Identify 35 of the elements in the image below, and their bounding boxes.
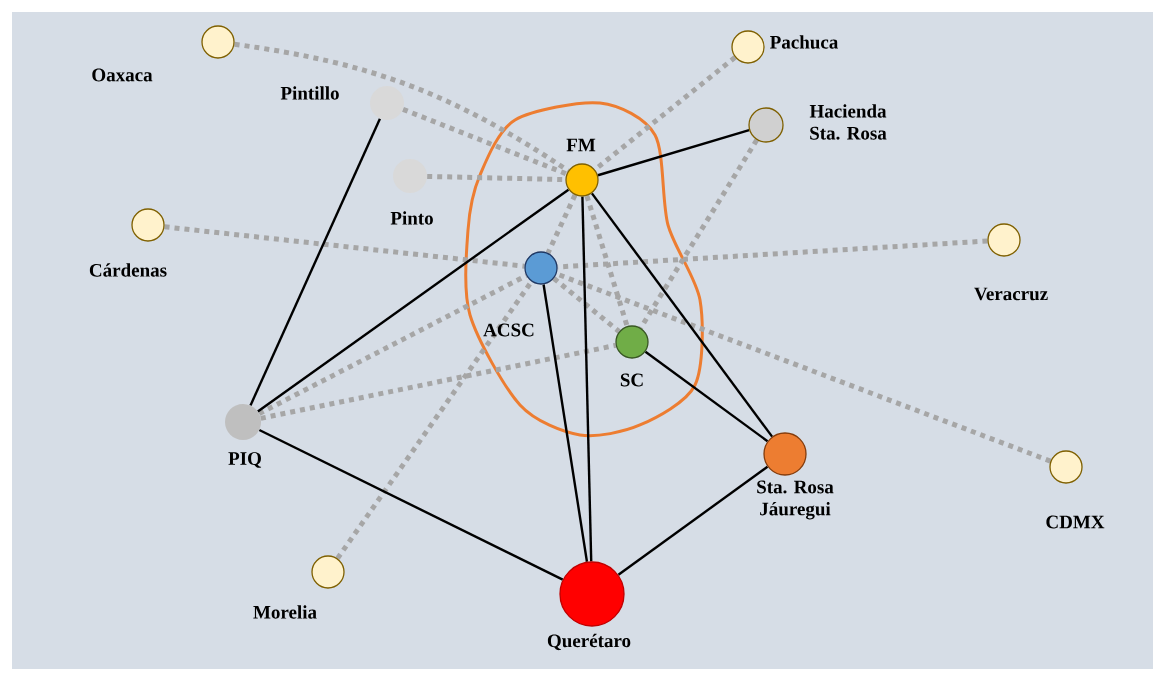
location-label: Cárdenas	[89, 263, 167, 277]
connector	[542, 284, 589, 562]
dashed-connector	[584, 195, 630, 327]
location-label: Morelia	[253, 605, 317, 619]
location-label: PIQ	[228, 452, 262, 468]
dashed-connector	[234, 41, 570, 173]
connector	[597, 128, 750, 177]
dashed-connector	[258, 273, 528, 416]
connector	[258, 428, 564, 581]
location-label: Sta. Rosa Jáuregui	[757, 480, 834, 520]
connector	[257, 188, 570, 413]
location-label: Pinto	[390, 211, 433, 225]
dashed-connector	[402, 107, 568, 177]
location-label: Hacienda Sta. Rosa	[809, 104, 887, 140]
connector	[249, 118, 382, 406]
dashed-connector	[638, 138, 759, 330]
connector	[581, 196, 593, 562]
location-label: CDMX	[1046, 515, 1105, 529]
location-label: SC	[620, 373, 643, 387]
dashed-connector	[545, 194, 578, 254]
connector	[617, 465, 769, 576]
dashed-connector	[552, 276, 621, 334]
connector	[590, 192, 774, 438]
location-label: Pintillo	[280, 86, 339, 100]
dashed-connector	[335, 280, 534, 560]
location-label: ACSC	[483, 323, 534, 337]
location-label: FM	[566, 138, 596, 152]
location-label: Oaxaca	[92, 68, 153, 82]
dashed-connector	[164, 224, 525, 269]
location-label: Veracruz	[974, 287, 1048, 301]
location-label: Pachuca	[770, 35, 838, 49]
dashed-connector	[260, 342, 617, 421]
location-label: Querétaro	[547, 633, 631, 651]
connector	[644, 350, 769, 443]
dashed-connector	[557, 238, 988, 270]
